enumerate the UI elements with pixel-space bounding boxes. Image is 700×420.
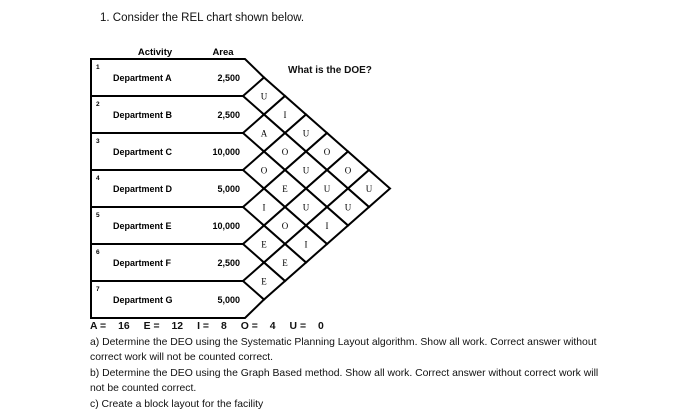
department-name: Department B: [113, 110, 173, 120]
score-value: 16: [118, 321, 130, 332]
relationship-code: O: [282, 221, 289, 231]
row-number: 1: [96, 64, 100, 71]
department-name: Department E: [113, 221, 172, 231]
row-number: 5: [96, 212, 100, 219]
department-area: 5,000: [217, 295, 240, 305]
relationship-code: I: [326, 221, 329, 231]
department-area: 2,500: [217, 73, 240, 83]
relationship-code: U: [345, 203, 352, 213]
score-label: O =: [240, 321, 258, 332]
department-area: 2,500: [217, 110, 240, 120]
relationship-code: U: [303, 166, 310, 176]
department-name: Department C: [113, 147, 173, 157]
score-value: 8: [220, 321, 227, 332]
relationship-cell: [241, 261, 287, 301]
relationship-code: O: [345, 166, 352, 176]
department-area: 5,000: [217, 184, 240, 194]
score-item: I = 8: [197, 319, 227, 335]
relationship-code: I: [284, 110, 287, 120]
department-name: Department G: [113, 295, 173, 305]
department-row: [90, 280, 266, 319]
relationship-code: I: [263, 203, 266, 213]
department-name: Department F: [113, 258, 172, 268]
relationship-code: O: [282, 147, 289, 157]
part-a: a) Determine the DEO using the Systemati…: [90, 336, 597, 364]
relationship-code: I: [305, 240, 308, 250]
relationship-code: O: [261, 166, 268, 176]
score-label: E =: [143, 321, 160, 332]
score-item: O = 4: [241, 319, 276, 335]
doe-question: What is the DOE?: [288, 65, 372, 76]
department-area: 10,000: [212, 147, 240, 157]
question-title: 1. Consider the REL chart shown below.: [100, 12, 305, 24]
score-label: I =: [197, 321, 209, 332]
question-body: A = 16 E = 12 I = 8 O = 4 U = 0 a) Determine the …: [90, 319, 610, 413]
relationship-code: U: [303, 203, 310, 213]
activity-header: Activity: [138, 47, 173, 58]
score-item: U = 0: [290, 319, 324, 335]
relationship-code: A: [261, 129, 268, 139]
row-number: 2: [96, 101, 100, 108]
relationship-code: E: [261, 240, 267, 250]
row-number: 6: [96, 249, 100, 256]
relationship-code: U: [324, 184, 331, 194]
department-name: Department A: [113, 73, 172, 83]
row-number: 3: [96, 138, 100, 145]
relationship-code: E: [261, 277, 267, 287]
relationship-code: O: [324, 147, 331, 157]
relationship-code: E: [282, 184, 288, 194]
relationship-code: U: [366, 184, 373, 194]
relationship-code: U: [303, 129, 310, 139]
row-number: 7: [96, 286, 100, 293]
score-label: A =: [90, 321, 107, 332]
score-value: 12: [171, 321, 184, 332]
score-value: 0: [318, 321, 324, 332]
relationship-code: E: [282, 258, 288, 268]
score-label: U =: [289, 321, 307, 332]
row-number: 4: [96, 175, 100, 182]
department-name: Department D: [113, 184, 173, 194]
score-legend: A = 16 E = 12 I = 8 O = 4 U = 0: [90, 319, 610, 335]
score-value: 4: [269, 321, 276, 332]
part-b: b) Determine the DEO using the Graph Bas…: [90, 367, 599, 395]
score-item: E = 12: [144, 319, 183, 335]
relationship-code: U: [261, 92, 268, 102]
department-area: 10,000: [212, 221, 240, 231]
part-c: c) Create a block layout for the facilit…: [90, 398, 264, 410]
area-header: Area: [212, 47, 234, 58]
score-item: A = 16: [90, 319, 130, 335]
department-area: 2,500: [217, 258, 240, 268]
